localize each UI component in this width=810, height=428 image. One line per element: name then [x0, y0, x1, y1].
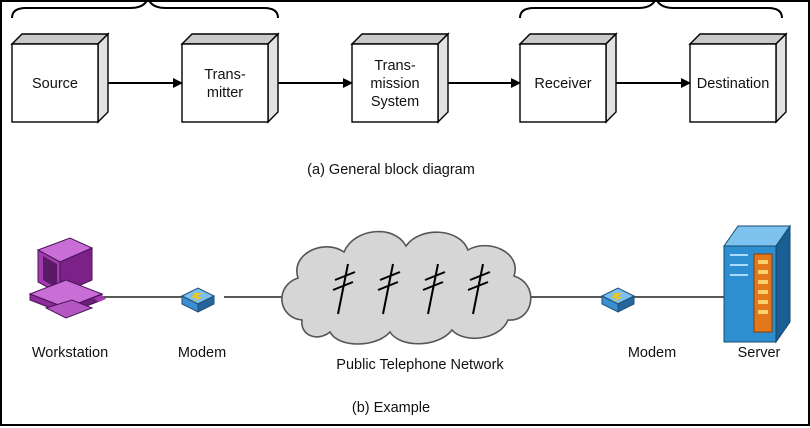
block-top-face — [10, 33, 110, 45]
block-receiver: Receiver — [518, 32, 618, 124]
cloud-icon — [281, 230, 532, 345]
right-brace — [519, 2, 783, 19]
block-label: Source — [32, 76, 78, 92]
caption-general-block-diagram: (a) General block diagram — [307, 162, 475, 178]
block-side-face — [437, 32, 449, 124]
label-public-telephone-network: Public Telephone Network — [336, 357, 504, 373]
left-brace — [11, 2, 279, 19]
block-front-face — [351, 43, 439, 123]
telephone-pole-icon — [377, 263, 401, 315]
block-destination: Destination — [688, 32, 788, 124]
block-top-face — [688, 33, 788, 45]
block-top-face — [180, 33, 280, 45]
block-label: Receiver — [534, 76, 591, 92]
caption-example: (b) Example — [352, 400, 430, 416]
label-modem-right: Modem — [628, 345, 676, 361]
block-label: mitter — [207, 85, 243, 101]
block-side-face — [267, 32, 279, 124]
block-front-face — [519, 43, 607, 123]
block-front-face — [11, 43, 99, 123]
block-label: Destination — [697, 76, 770, 92]
label-workstation: Workstation — [32, 345, 108, 361]
modem-left-icon — [180, 287, 216, 313]
telephone-pole-icon — [467, 263, 491, 315]
workstation-icon — [28, 237, 106, 319]
modem-right-icon — [600, 287, 636, 313]
block-label: Trans- — [374, 58, 416, 74]
block-top-face — [518, 33, 618, 45]
block-label: mission — [370, 76, 419, 92]
telephone-pole-icon — [332, 263, 356, 315]
block-side-face — [97, 32, 109, 124]
block-source: Source — [10, 32, 110, 124]
block-label: System — [371, 94, 419, 110]
block-front-face — [689, 43, 777, 123]
block-side-face — [775, 32, 787, 124]
block-transmitter: Trans-mitter — [180, 32, 280, 124]
block-row: SourceTrans-mitterTrans-missionSystemRec… — [10, 32, 788, 124]
label-modem-left: Modem — [178, 345, 226, 361]
server-icon — [723, 224, 791, 344]
block-front-face — [181, 43, 269, 123]
telephone-poles — [332, 263, 491, 315]
block-top-face — [350, 33, 450, 45]
label-server: Server — [738, 345, 781, 361]
block-label: Trans- — [204, 67, 246, 83]
block-side-face — [605, 32, 617, 124]
telephone-pole-icon — [422, 263, 446, 315]
